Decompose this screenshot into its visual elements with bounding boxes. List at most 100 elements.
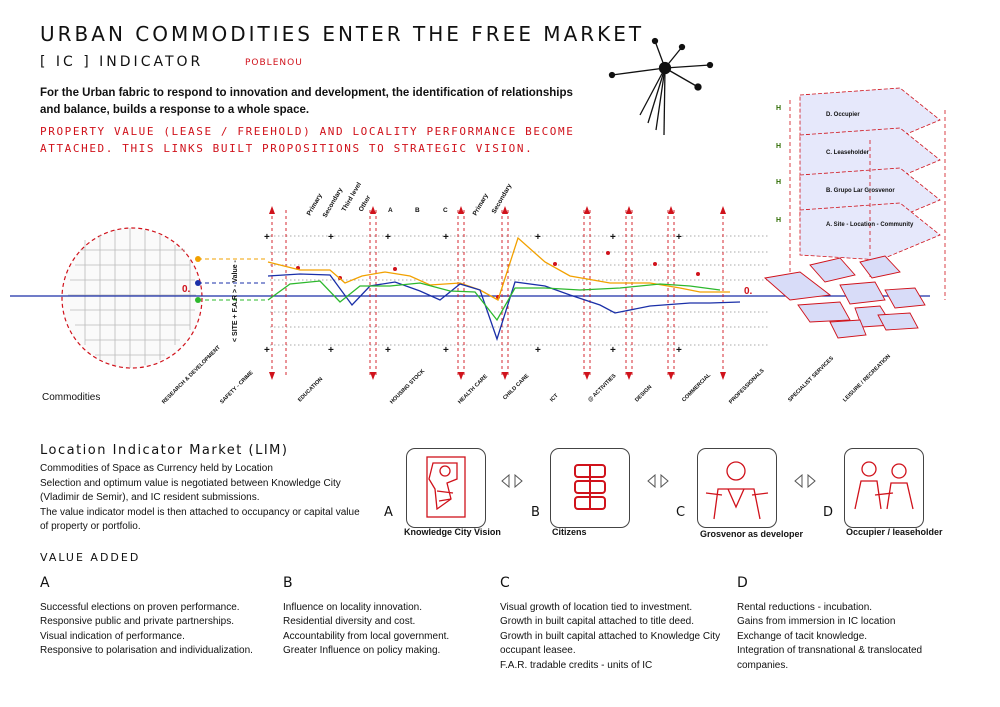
svg-text:+: + <box>443 345 449 356</box>
category-label: CHILD CARE <box>502 373 530 401</box>
column-label: Secondary <box>322 186 345 219</box>
svg-text:+: + <box>610 232 616 243</box>
zero-label: 0. <box>182 284 191 295</box>
layer-label: C. Leaseholder <box>826 150 870 156</box>
column-label: C <box>443 207 448 214</box>
value-added-title: VALUE ADDED <box>40 551 141 564</box>
svg-text:+: + <box>264 232 270 243</box>
svg-text:+: + <box>328 345 334 356</box>
value-column-letter: C <box>500 575 510 591</box>
category-label: @ ACTIVITIES <box>587 373 618 404</box>
statement-text: PROPERTY VALUE (LEASE / FREEHOLD) AND LO… <box>40 125 575 155</box>
step-card-c <box>697 448 777 528</box>
sketch-figure-icon <box>426 456 466 518</box>
list-item: Residential diversity and cost. <box>283 616 416 628</box>
column-label: A <box>388 207 393 214</box>
step-card-d <box>844 448 924 528</box>
list-item: Visual growth of location tied to invest… <box>500 602 693 613</box>
layer-label: B. Grupo Lar Grosvenor <box>826 188 895 194</box>
site-map <box>61 227 203 369</box>
category-label: EDUCATION <box>297 376 324 403</box>
list-item: Accountability from local government. <box>283 630 450 642</box>
svg-text:+: + <box>676 345 682 356</box>
indicator-diagram: 0. 0. + + + + + + + + + + + + + + <box>10 87 946 406</box>
svg-text:+: + <box>535 345 541 356</box>
step-letter-d: D <box>823 505 834 520</box>
value-column-a: Successful elections on proven performan… <box>40 601 280 659</box>
location-label: POBLENOU <box>245 58 303 68</box>
step-caption-b: Citizens <box>552 527 587 537</box>
list-item: Growth in built capital attached to titl… <box>500 616 695 628</box>
list-item: Responsive public and private partnershi… <box>40 616 234 628</box>
lim-line: Selection and optimum value is negotiate… <box>40 477 341 504</box>
category-label: HEALTH CARE <box>457 373 489 405</box>
svg-text:+: + <box>443 232 449 243</box>
category-label: HOUSING STOCK <box>389 368 426 405</box>
list-item: Gains from immersion in IC location <box>737 616 896 628</box>
value-column-letter: B <box>283 575 293 591</box>
list-item: Rental reductions - incubation. <box>737 602 873 613</box>
column-label: Primary <box>472 192 490 217</box>
step-letter-c: C <box>676 505 686 520</box>
list-item: Influence on locality innovation. <box>283 602 422 613</box>
list-item: Exchange of tacit knowledge. <box>737 630 868 642</box>
svg-text:+: + <box>676 232 682 243</box>
svg-text:+: + <box>328 232 334 243</box>
step-letter-a: A <box>384 505 393 520</box>
column-label: B <box>415 207 420 214</box>
value-column-d: Rental reductions - incubation. Gains fr… <box>737 601 967 673</box>
lim-line: The value indicator model is then attach… <box>40 506 360 533</box>
layer-marker: H <box>776 143 781 150</box>
bidirectional-arrow-icon <box>794 474 816 488</box>
intro-text: For the Urban fabric to respond to innov… <box>40 87 573 116</box>
layer-label: D. Occupier <box>826 112 860 118</box>
svg-text:+: + <box>385 345 391 356</box>
page-title: URBAN COMMODITIES ENTER THE FREE MARKET <box>40 22 645 46</box>
category-label: COMMERCIAL <box>681 372 712 403</box>
list-item: F.A.R. tradable credits - units of IC <box>500 659 653 671</box>
list-item: Greater Influence on policy making. <box>283 645 441 657</box>
page-subtitle: [ IC ] INDICATOR <box>40 54 204 70</box>
step-card-b <box>550 448 630 528</box>
lim-line: Commodities of Space as Currency held by… <box>40 463 273 474</box>
zero-label-right: 0. <box>744 286 753 297</box>
category-label: ICT <box>549 392 560 403</box>
category-label: PROFESSIONALS <box>728 368 766 406</box>
layer-marker: H <box>776 105 781 112</box>
layer-marker: H <box>776 217 781 224</box>
step-card-a <box>406 448 486 528</box>
svg-text:+: + <box>385 232 391 243</box>
step-caption-a: Knowledge City Vision <box>404 527 501 537</box>
database-stack-icon <box>574 464 606 510</box>
list-item: Growth in built capital attached to Know… <box>500 630 721 657</box>
sketch-portrait-icon <box>705 461 769 520</box>
step-letter-b: B <box>531 505 540 520</box>
category-label: DESIGN <box>634 384 653 403</box>
step-caption-d: Occupier / leaseholder <box>846 527 943 537</box>
lim-description: Commodities of Space as Currency held by… <box>40 462 370 535</box>
value-column-b: Influence on locality innovation. Reside… <box>283 601 483 659</box>
list-item: Responsive to polarisation and individua… <box>40 645 253 657</box>
axis-label: < SITE + F.A.R > - Value - <box>232 259 239 342</box>
layer-marker: H <box>776 179 781 186</box>
svg-text:+: + <box>610 345 616 356</box>
list-item: Visual indication of performance. <box>40 630 185 642</box>
list-item: Integration of transnational & transloca… <box>737 645 923 671</box>
category-label: SPECIALIST SERVICES <box>787 355 835 403</box>
layer-label: A. Site - Location - Community <box>826 222 914 228</box>
list-item: Successful elections on proven performan… <box>40 602 240 613</box>
column-label: Primary <box>306 192 324 217</box>
category-label: LEISURE / RECREATION <box>842 354 892 404</box>
svg-text:+: + <box>264 345 270 356</box>
network-icon <box>608 37 714 136</box>
category-label: SAFETY - CRIME <box>219 370 255 406</box>
lim-title: Location Indicator Market (LIM) <box>40 443 289 458</box>
bidirectional-arrow-icon <box>501 474 523 488</box>
bidirectional-arrow-icon <box>647 474 669 488</box>
commodities-label: Commodities <box>42 392 101 403</box>
value-column-c: Visual growth of location tied to invest… <box>500 601 732 673</box>
layer-stack: H H H H D. Occupier C. Leaseholder B. Gr… <box>763 87 946 339</box>
svg-text:+: + <box>535 232 541 243</box>
value-column-letter: A <box>40 575 50 591</box>
sketch-people-icon <box>854 461 914 510</box>
